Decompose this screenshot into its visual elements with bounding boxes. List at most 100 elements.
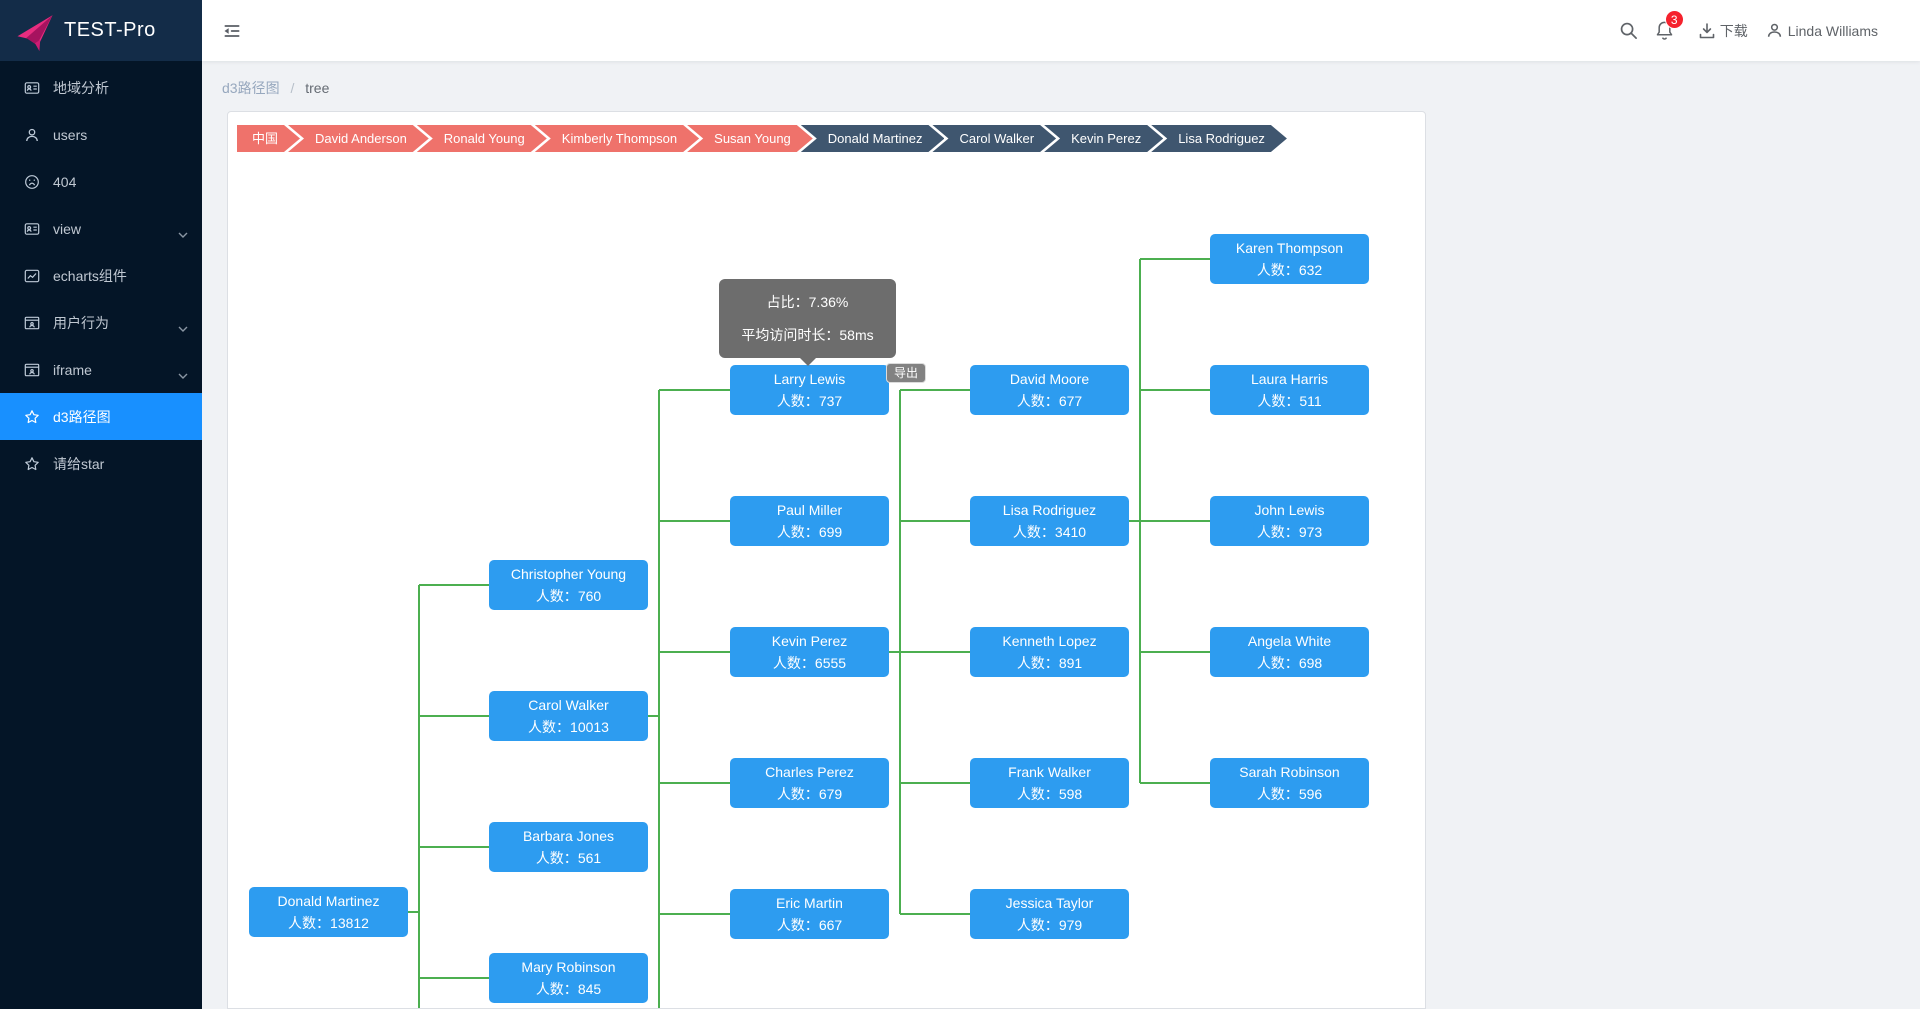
path-chip[interactable]: David Anderson [288,125,429,152]
tree-node-name: Lisa Rodriguez [1002,502,1097,518]
tree-node-count: 人数：698 [1256,655,1323,671]
tree-node[interactable]: Sarah Robinson 人数：596 [1210,758,1369,808]
breadcrumb: d3路径图 / tree [222,78,329,98]
idcard-icon [24,80,40,96]
user-menu[interactable]: Linda Williams [1766,22,1878,39]
appframe-icon [24,315,40,331]
tree-node-name: Karen Thompson [1235,240,1344,256]
sidebar-item-view[interactable]: view [0,205,202,252]
tree-node[interactable]: Lisa Rodriguez 人数：3410 [970,496,1129,546]
sidebar-item-iframe[interactable]: iframe [0,346,202,393]
tree-node-count: 人数：6555 [772,655,847,671]
tree-node[interactable]: Jessica Taylor 人数：979 [970,889,1129,939]
breadcrumb-section[interactable]: d3路径图 [222,80,280,96]
sidebar-item-region-analysis[interactable]: 地域分析 [0,64,202,111]
path-chip[interactable]: Carol Walker [932,125,1056,152]
tree-node-name: Christopher Young [510,566,627,582]
tree-node-count: 人数：845 [535,981,602,997]
search-icon [1619,21,1638,40]
tree-node-name: Jessica Taylor [1005,895,1094,911]
tree-node-name: Kevin Perez [771,633,848,649]
tree-node-name: Barbara Jones [522,828,615,844]
download-button[interactable]: 下载 [1698,21,1748,41]
tree-node-count: 人数：3410 [1012,524,1087,540]
notifications-button[interactable]: 3 [1655,10,1684,41]
breadcrumb-page: tree [305,80,330,96]
tree-node[interactable]: Kevin Perez 人数：6555 [730,627,889,677]
appframe-icon [24,362,40,378]
user-icon [24,127,40,143]
tree-node-name: Larry Lewis [773,371,846,387]
tree-links-layer [408,258,1210,1008]
tree-node-count: 人数：979 [1016,917,1083,933]
path-chip[interactable]: Donald Martinez [801,125,945,152]
tree-node-count: 人数：632 [1256,262,1323,278]
search-button[interactable] [1619,21,1638,40]
tree-node[interactable]: Karen Thompson 人数：632 [1210,234,1369,284]
sidebar-item-give-star[interactable]: 请给star [0,440,202,487]
download-icon [1698,22,1716,40]
path-chip[interactable]: Ronald Young [417,125,547,152]
download-label: 下载 [1719,22,1748,39]
app-title: TEST-Pro [64,19,156,41]
tree-node-name: Sarah Robinson [1239,764,1340,780]
sidebar-item-404[interactable]: 404 [0,158,202,205]
hamburger-icon [222,21,242,41]
chevron-down-icon [178,366,188,382]
app-logo[interactable]: TEST-Pro [0,0,202,61]
tree-node[interactable]: Donald Martinez 人数：13812 [249,887,408,937]
tree-node-name: John Lewis [1254,502,1325,518]
tree-node-name: Carol Walker [528,697,609,713]
tree-node-name: Donald Martinez [277,893,380,909]
sidebar-item-user-behavior[interactable]: 用户行为 [0,299,202,346]
tree-node-name: Angela White [1247,633,1332,649]
path-chip[interactable]: Kevin Perez [1044,125,1163,152]
chevron-down-icon [178,225,188,241]
tree-node-count: 人数：596 [1256,786,1323,802]
frown-icon [24,174,40,190]
sidebar-item-users[interactable]: users [0,111,202,158]
chevron-down-icon [178,319,188,335]
user-name: Linda Williams [1787,22,1878,39]
tree-node[interactable]: Angela White 人数：698 [1210,627,1369,677]
path-chip[interactable]: Lisa Rodriguez [1151,125,1287,152]
tree-node-count: 人数：598 [1016,786,1083,802]
tree-node-count: 人数：667 [776,917,843,933]
tree-node[interactable]: Mary Robinson 人数：845 [489,953,648,1003]
tree-node-name: Mary Robinson [521,959,616,975]
tree-node-count: 人数：13812 [288,915,369,931]
sidebar-item-d3-path[interactable]: d3路径图 [0,393,202,440]
top-header: 3 下载 Linda Williams [202,0,1920,61]
tree-node-count: 人数：511 [1257,393,1322,409]
star-icon [24,456,40,472]
path-chip[interactable]: Susan Young [687,125,813,152]
tooltip-duration: 平均访问时长：58ms [741,327,874,343]
sidebar-collapse-button[interactable] [202,0,260,61]
user-icon [1766,22,1783,39]
sidebar-item-echarts[interactable]: echarts组件 [0,252,202,299]
tree-diagram: 占比：7.36% 平均访问时长：58ms 导出 Donald Martinez 人… [228,112,1425,1008]
export-button[interactable]: 导出 [886,363,926,383]
tree-node-count: 人数：679 [776,786,843,802]
tree-node[interactable]: Charles Perez 人数：679 [730,758,889,808]
path-chip[interactable]: Kimberly Thompson [535,125,699,152]
node-tooltip: 占比：7.36% 平均访问时长：58ms [719,279,896,366]
breadcrumb-separator: / [290,80,295,96]
path-chip[interactable]: 中国 [237,125,300,152]
tree-node-name: Charles Perez [765,764,854,780]
